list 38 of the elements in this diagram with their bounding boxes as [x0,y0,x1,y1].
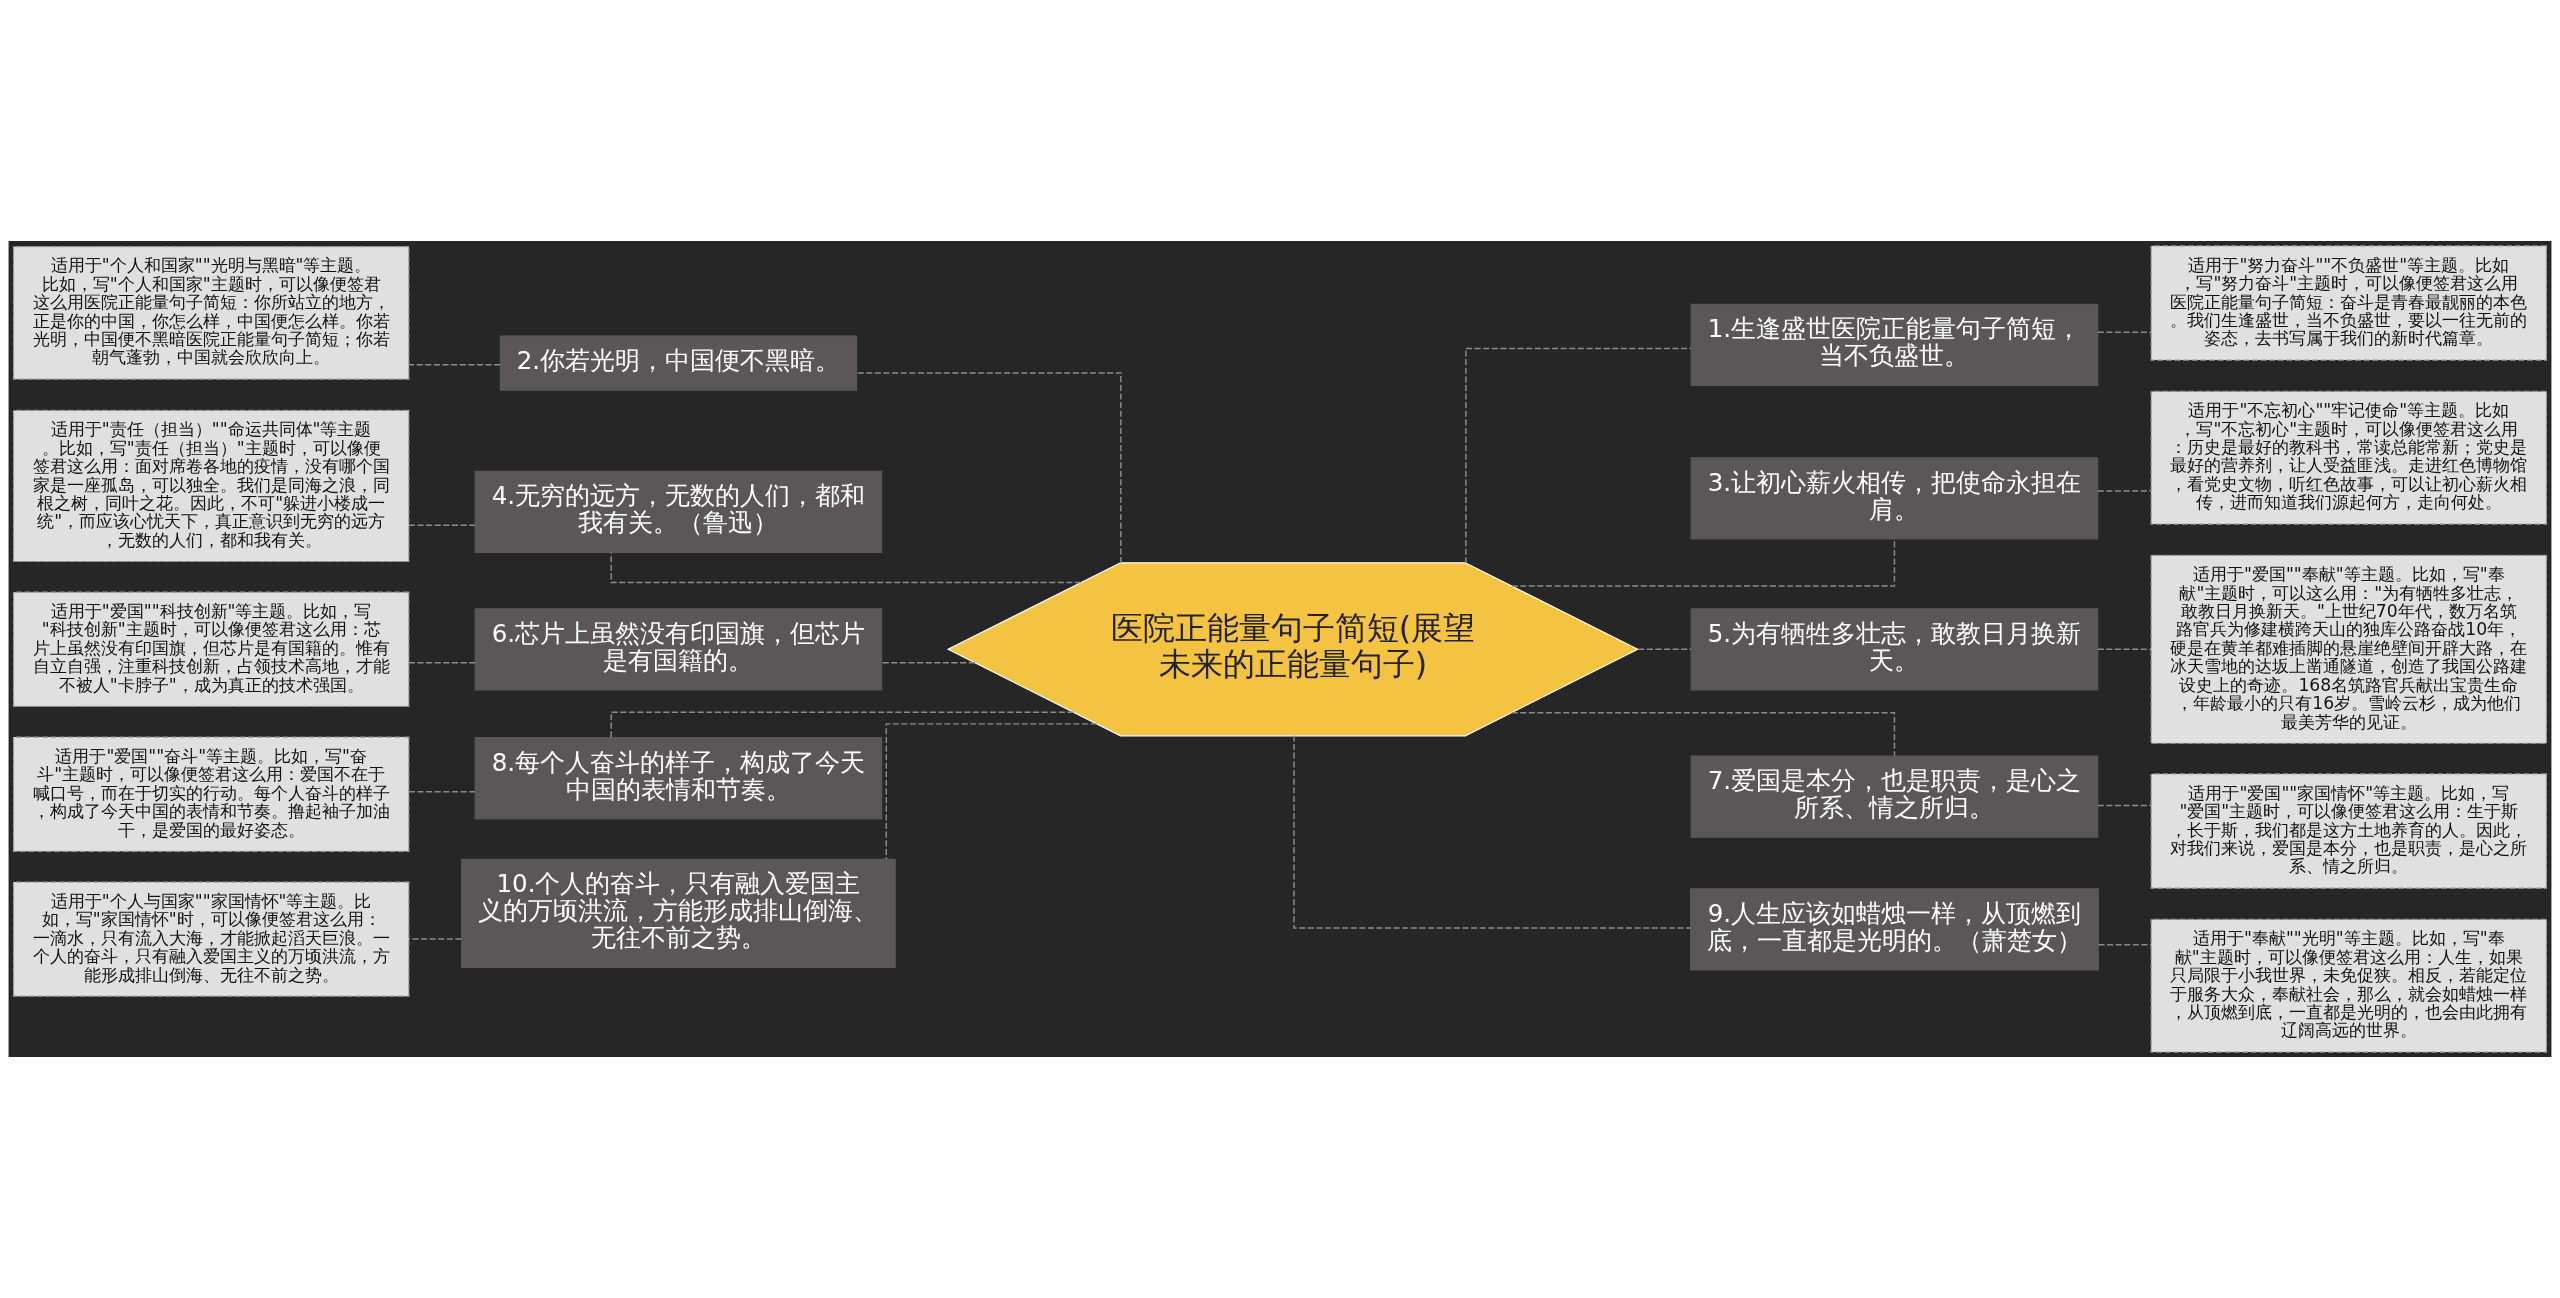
connector [856,372,1122,564]
connector [2096,331,2152,333]
connector [408,364,501,366]
node-box: 适用于"个人和国家""光明与黑暗"等主题。比如，写"个人和国家"主题时，可以像便签君这么用医院正能量句子简短：你所站立的地方，正是你的中国，你怎么样，中国便怎么样。你若光明，中国便不黑暗医院正能量句子简短；你若朝气蓬勃，中国就会欣欣向上。 [12,245,410,380]
node-box: 适用于"责任（担当）""命运共同体"等主题。比如，写"责任（担当）"主题时，可以像便签君这么用：面对席卷各地的疫情，没有哪个国家是一座孤岛，可以独全。我们是同海之浪，同根之树，同叶之花。因此，不可"躲进小楼成一统"，而应该心忧天下，真正意识到无穷的远方，无数的人们，都和我有关。 [12,409,410,563]
connector [408,791,476,793]
node-box: 10.个人的奋斗，只有融入爱国主义的万顷洪流，方能形成排山倒海、无往不前之势。 [461,858,896,968]
node-box: 3.让初心薪火相传，把使命永担在肩。 [1690,457,2099,540]
node-box: 适用于"爱国""奋斗"等主题。比如，写"奋斗"主题时，可以像便签君这么用：爱国不在于喊口号，而在于切实的行动。每个人奋斗的样子，构成了今天中国的表情和节奏。撸起袖子加油干，是爱国的最好姿态。 [12,736,410,852]
node-box: 适用于"爱国""科技创新"等主题。比如，写"科技创新"主题时，可以像便签君这么用：芯片上虽然没有印国旗，但芯片是有国籍的。惟有自立自强，注重科技创新，占领技术高地，才能不被人"卡脖子"，成为真正的技术强国。 [12,591,410,708]
node-box: 适用于"爱国""奉献"等主题。比如，写"奉献"主题时，可以这么用："为有牺牲多壮志，敢教日月换新天。"上世纪70年代，数万名筑路官兵为修建横跨天山的独库公路奋战10年，硬是在黄羊都难插脚的悬崖绝壁间开辟大路，在冰天雪地的达坂上凿通隧道，创造了我国公路建设史上的奇迹。168名筑路官兵献出宝贵生命，年龄最小的只有16岁。雪岭云杉，成为他们最美芳华的见证。 [2150,554,2548,744]
node-box: 1.生逢盛世医院正能量句子简短，当不负盛世。 [1690,303,2099,386]
connector [1637,648,1692,651]
node-box: 适用于"爱国""家国情怀"等主题。比如，写"爱国"主题时，可以像便签君这么用：生于斯，长于斯，我们都是这方土地养育的人。因此，对我们来说，爱国是本分，也是职责，是心之所系、情之所归。 [2150,773,2548,889]
connector [1465,347,1692,564]
node-box: 8.每个人奋斗的样子，构成了今天中国的表情和节奏。 [474,737,883,820]
connector [2096,490,2152,492]
connector [1511,711,1896,757]
node-box: 9.人生应该如蜡烛一样，从顶燃到底，一直都是光明的。（萧楚女） [1690,888,2099,971]
node-box: 适用于"不忘初心""牢记使命"等主题。比如，写"不忘初心"主题时，可以像便签君这么用：历史是最好的教科书，常读总能常新；党史是最好的营养剂，让人受益匪浅。走进红色博物馆，看党史文物，听红色故事，可以让初心薪火相传，进而知道我们源起何方，走向何处。 [2150,390,2548,525]
node-box: 适用于"个人与国家""家国情怀"等主题。比如，写"家国情怀"时，可以像便签君这么用：一滴水，只有流入大海，才能掀起滔天巨浪。一个人的奋斗，只有融入爱国主义的万顷洪流，方能形成排山倒海、无往不前之势。 [12,881,410,997]
connector [2097,943,2152,946]
connector [2096,804,2152,807]
connector [1511,538,1896,587]
connector [2096,648,2152,651]
connector [408,524,476,526]
node-box: 2.你若光明，中国便不黑暗。 [499,335,858,391]
connector [1293,734,1692,929]
connector [408,938,463,940]
node-box: 适用于"奉献""光明"等主题。比如，写"奉献"主题时，可以像便签君这么用：人生，如果只局限于小我世界，未免促狭。相反，若能定位于服务大众，奉献社会，那么，就会如蜡烛一样，从顶燃到底，一直都是光明的，也会由此拥有辽阔高远的世界。 [2150,918,2548,1053]
node-box: 4.无穷的远方，无数的人们，都和我有关。（鲁迅） [474,470,883,553]
node-box: 5.为有牺牲多壮志，敢教日月换新天。 [1690,608,2099,691]
connector [408,662,476,664]
connector [885,723,1098,860]
node-box: 适用于"努力奋斗""不负盛世"等主题。比如，写"努力奋斗"主题时，可以像便签君这么用医院正能量句子简短：奋斗是青春最靓丽的本色。我们生逢盛世，当不负盛世，要以一往无前的姿态，去书写属于我们的新时代篇章。 [2150,245,2548,361]
node-box: 6.芯片上虽然没有印国旗，但芯片是有国籍的。 [474,608,883,691]
connector [881,662,976,664]
node-box: 7.爱国是本分，也是职责，是心之所系、情之所归。 [1690,755,2099,838]
